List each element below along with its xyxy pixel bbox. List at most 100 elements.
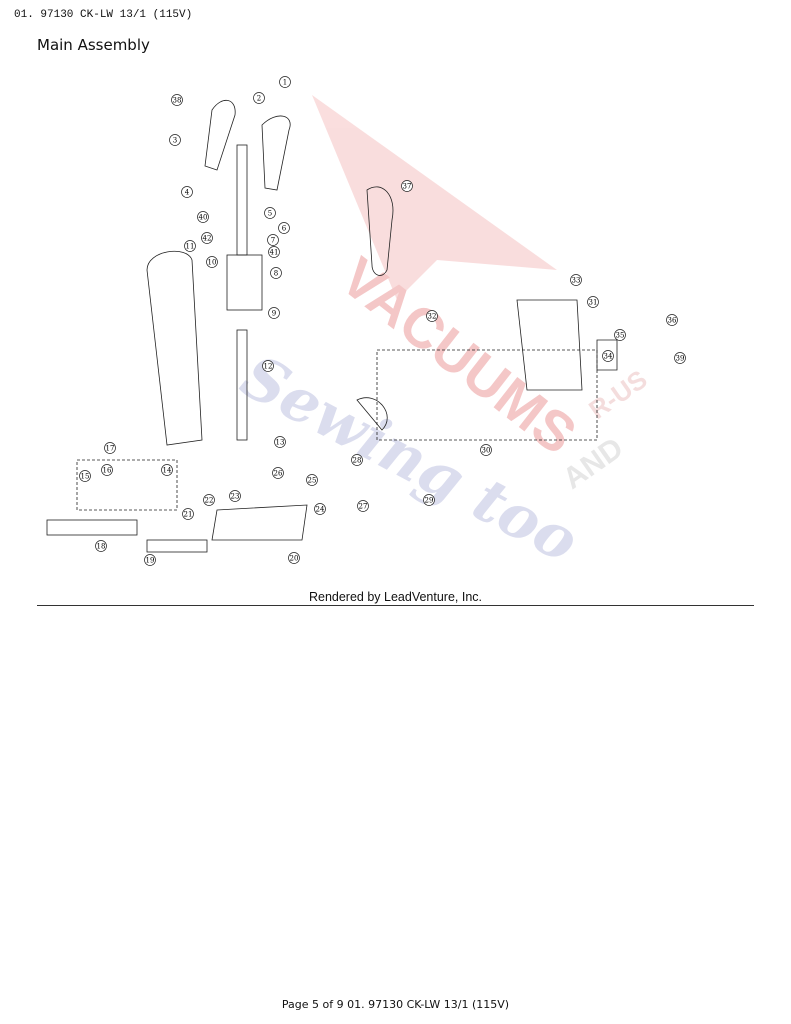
callout-7: 7 (267, 234, 279, 246)
svg-text:42: 42 (203, 234, 212, 242)
separator-line (37, 605, 754, 606)
svg-text:32: 32 (428, 312, 437, 320)
svg-text:39: 39 (676, 354, 685, 362)
svg-text:8: 8 (274, 269, 278, 277)
callout-9: 9 (268, 307, 280, 319)
svg-text:34: 34 (604, 352, 613, 360)
callout-4: 4 (181, 186, 193, 198)
svg-text:14: 14 (163, 466, 172, 474)
svg-text:4: 4 (185, 188, 190, 196)
callout-33: 33 (570, 274, 582, 286)
callout-23: 23 (229, 490, 241, 502)
callout-26: 26 (272, 467, 284, 479)
document-id: 01. 97130 CK-LW 13/1 (115V) (14, 9, 193, 21)
svg-text:22: 22 (205, 496, 214, 504)
hood-box (76, 459, 178, 511)
callout-8: 8 (270, 267, 282, 279)
svg-text:3: 3 (173, 136, 177, 144)
callout-13: 13 (274, 436, 286, 448)
svg-text:36: 36 (668, 316, 677, 324)
watermark: VACUUMS Sewing too R-US AND (230, 95, 653, 577)
callout-40: 40 (197, 211, 209, 223)
callout-20: 20 (288, 552, 300, 564)
callout-15: 15 (79, 470, 91, 482)
callout-42: 42 (201, 232, 213, 244)
svg-text:12: 12 (264, 362, 273, 370)
svg-text:15: 15 (81, 472, 90, 480)
upper-tube (236, 144, 248, 256)
callout-32: 32 (426, 310, 438, 322)
filter-part (596, 339, 618, 371)
svg-text:5: 5 (268, 209, 272, 217)
motor-group-box (376, 349, 598, 441)
svg-text:19: 19 (146, 556, 155, 564)
svg-text:7: 7 (271, 236, 275, 244)
bag-part (146, 251, 203, 446)
callout-41: 41 (268, 246, 280, 258)
callout-5: 5 (264, 207, 276, 219)
svg-text:23: 23 (231, 492, 240, 500)
svg-text:29: 29 (425, 496, 434, 504)
svg-text:6: 6 (282, 224, 287, 232)
svg-text:41: 41 (270, 248, 279, 256)
svg-text:1: 1 (283, 78, 287, 86)
svg-text:25: 25 (308, 476, 317, 484)
callout-21: 21 (182, 508, 194, 520)
callout-3: 3 (169, 134, 181, 146)
base-part (211, 504, 308, 541)
callout-35: 35 (614, 329, 626, 341)
callout-30: 30 (480, 444, 492, 456)
svg-text:24: 24 (316, 505, 325, 513)
housing-part (226, 254, 263, 311)
callout-12: 12 (262, 360, 274, 372)
callout-38: 38 (171, 94, 183, 106)
svg-text:18: 18 (97, 542, 106, 550)
callout-1: 1 (279, 76, 291, 88)
bumper-part (46, 519, 138, 536)
callout-10: 10 (206, 256, 218, 268)
callout-31: 31 (587, 296, 599, 308)
callout-36: 36 (666, 314, 678, 326)
svg-text:35: 35 (616, 331, 625, 339)
svg-text:30: 30 (482, 446, 491, 454)
brush-roll-part (146, 539, 208, 553)
callout-25: 25 (306, 474, 318, 486)
handle-part (204, 100, 236, 171)
exploded-parts-diagram: VACUUMS Sewing too R-US AND 123456789101… (46, 76, 686, 577)
callout-34: 34 (602, 350, 614, 362)
callout-22: 22 (203, 494, 215, 506)
callout-6: 6 (278, 222, 290, 234)
page-footer: Page 5 of 9 01. 97130 CK-LW 13/1 (115V) (281, 998, 510, 1011)
callout-14: 14 (161, 464, 173, 476)
cord-coil-part (366, 186, 394, 276)
svg-text:33: 33 (572, 276, 581, 284)
svg-text:28: 28 (353, 456, 362, 464)
svg-text:31: 31 (589, 298, 598, 306)
svg-text:27: 27 (359, 502, 368, 510)
svg-text:9: 9 (272, 309, 276, 317)
callout-28: 28 (351, 454, 363, 466)
svg-text:10: 10 (208, 258, 217, 266)
svg-text:20: 20 (290, 554, 299, 562)
callout-37: 37 (401, 180, 413, 192)
svg-text:17: 17 (106, 444, 115, 452)
lower-tube (236, 329, 248, 441)
body-part (516, 299, 583, 391)
svg-text:38: 38 (173, 96, 182, 104)
svg-text:13: 13 (276, 438, 285, 446)
page-title: Main Assembly (37, 36, 150, 54)
callout-18: 18 (95, 540, 107, 552)
svg-text:2: 2 (257, 94, 261, 102)
handle-grip-part (261, 115, 291, 191)
rendered-by-caption: Rendered by LeadVenture, Inc. (308, 590, 483, 604)
svg-text:16: 16 (103, 466, 112, 474)
svg-text:21: 21 (184, 510, 193, 518)
svg-text:40: 40 (199, 213, 208, 221)
callout-17: 17 (104, 442, 116, 454)
svg-text:37: 37 (403, 182, 412, 190)
callout-27: 27 (357, 500, 369, 512)
svg-text:26: 26 (274, 469, 283, 477)
callout-39: 39 (674, 352, 686, 364)
callout-2: 2 (253, 92, 265, 104)
callout-29: 29 (423, 494, 435, 506)
